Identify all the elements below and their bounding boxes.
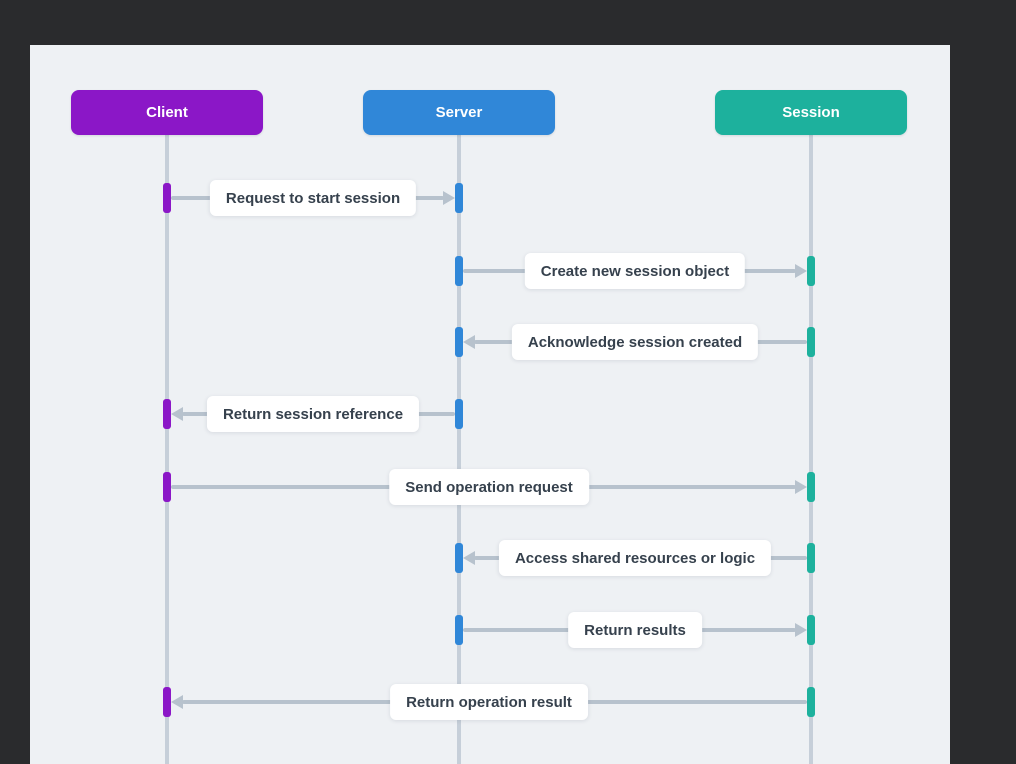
message-label: Request to start session [209,180,417,216]
activation-bar-session [807,472,815,502]
activation-bar-server [455,183,463,213]
message-arrowhead [795,623,807,637]
activation-bar-session [807,543,815,573]
activation-bar-server [455,327,463,357]
actor-box-session: Session [715,90,907,135]
activation-bar-session [807,327,815,357]
activation-bar-client [163,183,171,213]
message-label: Access shared resources or logic [498,540,772,576]
lifeline-client [165,133,169,764]
activation-bar-client [163,399,171,429]
message-label: Acknowledge session created [511,324,759,360]
message-arrowhead [795,264,807,278]
activation-bar-server [455,543,463,573]
activation-bar-server [455,615,463,645]
message-arrowhead [443,191,455,205]
message-label: Return operation result [390,684,588,720]
lifeline-session [809,133,813,764]
message-label: Return session reference [206,396,420,432]
activation-bar-client [163,472,171,502]
message-arrowhead [171,407,183,421]
activation-bar-session [807,615,815,645]
activation-bar-session [807,687,815,717]
activation-bar-server [455,256,463,286]
lifeline-server [457,133,461,764]
activation-bar-client [163,687,171,717]
message-label: Send operation request [389,469,589,505]
actor-box-server: Server [363,90,555,135]
message-arrowhead [463,551,475,565]
message-arrowhead [463,335,475,349]
message-arrowhead [795,480,807,494]
message-arrowhead [171,695,183,709]
actor-box-client: Client [71,90,263,135]
message-label: Create new session object [524,253,746,289]
activation-bar-session [807,256,815,286]
activation-bar-server [455,399,463,429]
message-label: Return results [568,612,702,648]
